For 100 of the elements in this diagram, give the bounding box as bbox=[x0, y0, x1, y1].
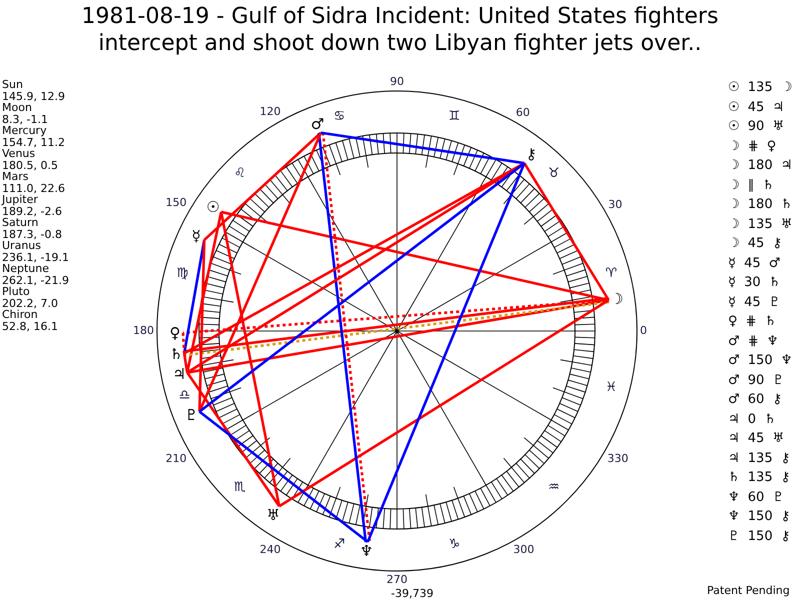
planet-position: 145.9, 12.9 bbox=[2, 90, 65, 102]
degree-label: 180 bbox=[133, 325, 154, 337]
planet-glyph: ☿ bbox=[188, 227, 204, 246]
aspect-line bbox=[186, 372, 280, 507]
degree-label: 300 bbox=[513, 544, 534, 556]
aspect-line bbox=[366, 162, 526, 542]
aspect-entry: ☿ 45 ♂ bbox=[728, 256, 780, 272]
aspect-entry: ♃ 45 ♅ bbox=[728, 431, 784, 447]
aspect-line bbox=[182, 332, 186, 354]
planet-name: Neptune bbox=[2, 263, 50, 274]
aspect-entry: ♇ 150 ⚷ bbox=[728, 528, 790, 544]
planet-position: 202.2, 7.0 bbox=[2, 298, 58, 309]
aspect-entry: ☉ 135 ☽ bbox=[728, 80, 792, 96]
aspect-line bbox=[198, 410, 369, 543]
aspect-line bbox=[198, 132, 322, 412]
aspect-entry: ♂ ⋕ ♆ bbox=[728, 334, 778, 350]
aspect-entry: ♆ 60 ♇ bbox=[728, 490, 784, 506]
aspect-line bbox=[203, 132, 322, 241]
chart-value: -39,739 bbox=[391, 588, 434, 599]
zodiac-sign: ♐ bbox=[334, 538, 346, 552]
zodiac-sign: ♓ bbox=[605, 381, 618, 396]
planet-glyph: ♆ bbox=[358, 542, 374, 560]
degree-label: 0 bbox=[640, 325, 647, 337]
aspect-line bbox=[278, 299, 610, 508]
zodiac-sign: ♍ bbox=[176, 266, 188, 281]
planet-position: 262.1, -21.9 bbox=[2, 274, 69, 286]
planet-name: Mercury bbox=[2, 125, 47, 136]
planet-name: Mars bbox=[2, 171, 28, 182]
footer-note: Patent Pending bbox=[707, 584, 790, 597]
planet-glyph: ♀ bbox=[167, 324, 183, 342]
planet-glyph: ☽ bbox=[608, 290, 625, 308]
planet-name: Uranus bbox=[2, 240, 41, 252]
planet-glyph: ♃ bbox=[171, 365, 188, 384]
aspect-entry: ♃ 0 ♄ bbox=[728, 412, 776, 428]
zodiac-sign: ♊ bbox=[448, 110, 460, 124]
planet-name: Jupiter bbox=[2, 194, 38, 206]
aspect-line bbox=[186, 212, 222, 373]
aspect-line bbox=[198, 240, 206, 412]
aspect-line bbox=[187, 298, 609, 374]
aspect-entry: ♂ 150 ♆ bbox=[728, 353, 792, 369]
planet-glyph: ☉ bbox=[205, 198, 222, 216]
planet-glyph: ♅ bbox=[265, 506, 282, 524]
aspect-line bbox=[182, 353, 189, 373]
planet-position: 52.8, 16.1 bbox=[2, 320, 58, 332]
planet-name: Chiron bbox=[2, 309, 38, 320]
aspect-entry: ☽ 135 ♅ bbox=[728, 216, 792, 232]
planet-position: 187.3, -0.8 bbox=[2, 228, 62, 240]
zodiac-sign: ♈ bbox=[605, 266, 618, 281]
aspect-entry: ♀ ⋕ ♄ bbox=[728, 314, 776, 330]
degree-label: 240 bbox=[260, 544, 281, 556]
aspect-entry: ♂ 90 ♇ bbox=[728, 372, 784, 388]
zodiac-sign: ♏ bbox=[234, 480, 246, 495]
aspect-line bbox=[320, 131, 525, 164]
aspect-line bbox=[523, 162, 610, 301]
aspect-entry: ☉ 90 ♅ bbox=[728, 119, 784, 135]
planet-glyph: ♂ bbox=[309, 114, 326, 133]
aspect-line bbox=[198, 162, 526, 413]
zodiac-sign: ♑ bbox=[448, 538, 460, 552]
zodiac-sign: ♎ bbox=[178, 388, 190, 403]
aspect-entry: ♃ 135 ⚷ bbox=[728, 450, 790, 466]
zodiac-sign: ♋ bbox=[334, 110, 346, 124]
degree-label: 90 bbox=[390, 76, 404, 88]
planet-name: Sun bbox=[2, 79, 23, 90]
aspect-line bbox=[182, 240, 206, 354]
degree-label: 120 bbox=[260, 106, 281, 118]
aspect-line bbox=[220, 212, 280, 507]
aspect-entry: ♄ 135 ⚷ bbox=[728, 470, 790, 486]
chart-title: 1981-08-19 - Gulf of Sidra Incident: United States fighters intercept and shoot down two Libyan fighter jets over.. bbox=[80, 3, 720, 57]
planet-position: 111.0, 22.6 bbox=[2, 182, 65, 194]
aspect-entry: ☽ 180 ♄ bbox=[728, 197, 792, 213]
planet-glyph: ♇ bbox=[183, 406, 200, 424]
planet-name: Venus bbox=[2, 148, 36, 160]
degree-label: 60 bbox=[516, 107, 530, 120]
planet-glyph: ⚷ bbox=[523, 145, 540, 164]
planet-glyph: ♄ bbox=[168, 345, 184, 364]
aspect-entry: ☽ ⋕ ♀ bbox=[728, 138, 776, 154]
degree-label: 270 bbox=[386, 574, 408, 586]
planet-name: Saturn bbox=[2, 217, 38, 228]
zodiac-sign: ♒ bbox=[548, 480, 560, 495]
aspect-entry: ☿ 30 ♄ bbox=[728, 275, 780, 291]
zodiac-sign: ♉ bbox=[548, 167, 560, 182]
degree-label: 30 bbox=[608, 198, 622, 211]
aspect-entry: ☽ ∥ ♄ bbox=[728, 178, 774, 194]
planet-position: 154.7, 11.2 bbox=[2, 136, 65, 148]
planet-position: 236.1, -19.1 bbox=[2, 252, 69, 263]
degree-label: 150 bbox=[166, 197, 187, 210]
aspect-entry: ☿ 45 ♇ bbox=[728, 294, 780, 310]
aspect-entry: ♂ 60 ⚷ bbox=[728, 392, 782, 408]
aspect-entry: ☽ 45 ⚷ bbox=[728, 236, 782, 252]
degree-label: 330 bbox=[607, 452, 628, 465]
planet-name: Pluto bbox=[2, 286, 30, 298]
planet-position: 8.3, -1.1 bbox=[2, 114, 48, 125]
planet-position: 189.2, -2.6 bbox=[2, 206, 62, 217]
aspect-entry: ☽ 180 ♃ bbox=[728, 158, 792, 174]
aspect-entry: ☉ 45 ♃ bbox=[728, 100, 784, 116]
planet-name: Moon bbox=[2, 102, 32, 114]
planet-position: 180.5, 0.5 bbox=[2, 160, 58, 171]
aspect-entry: ♆ 150 ⚷ bbox=[728, 509, 790, 525]
zodiac-sign: ♌ bbox=[234, 167, 246, 182]
degree-label: 210 bbox=[166, 452, 187, 465]
